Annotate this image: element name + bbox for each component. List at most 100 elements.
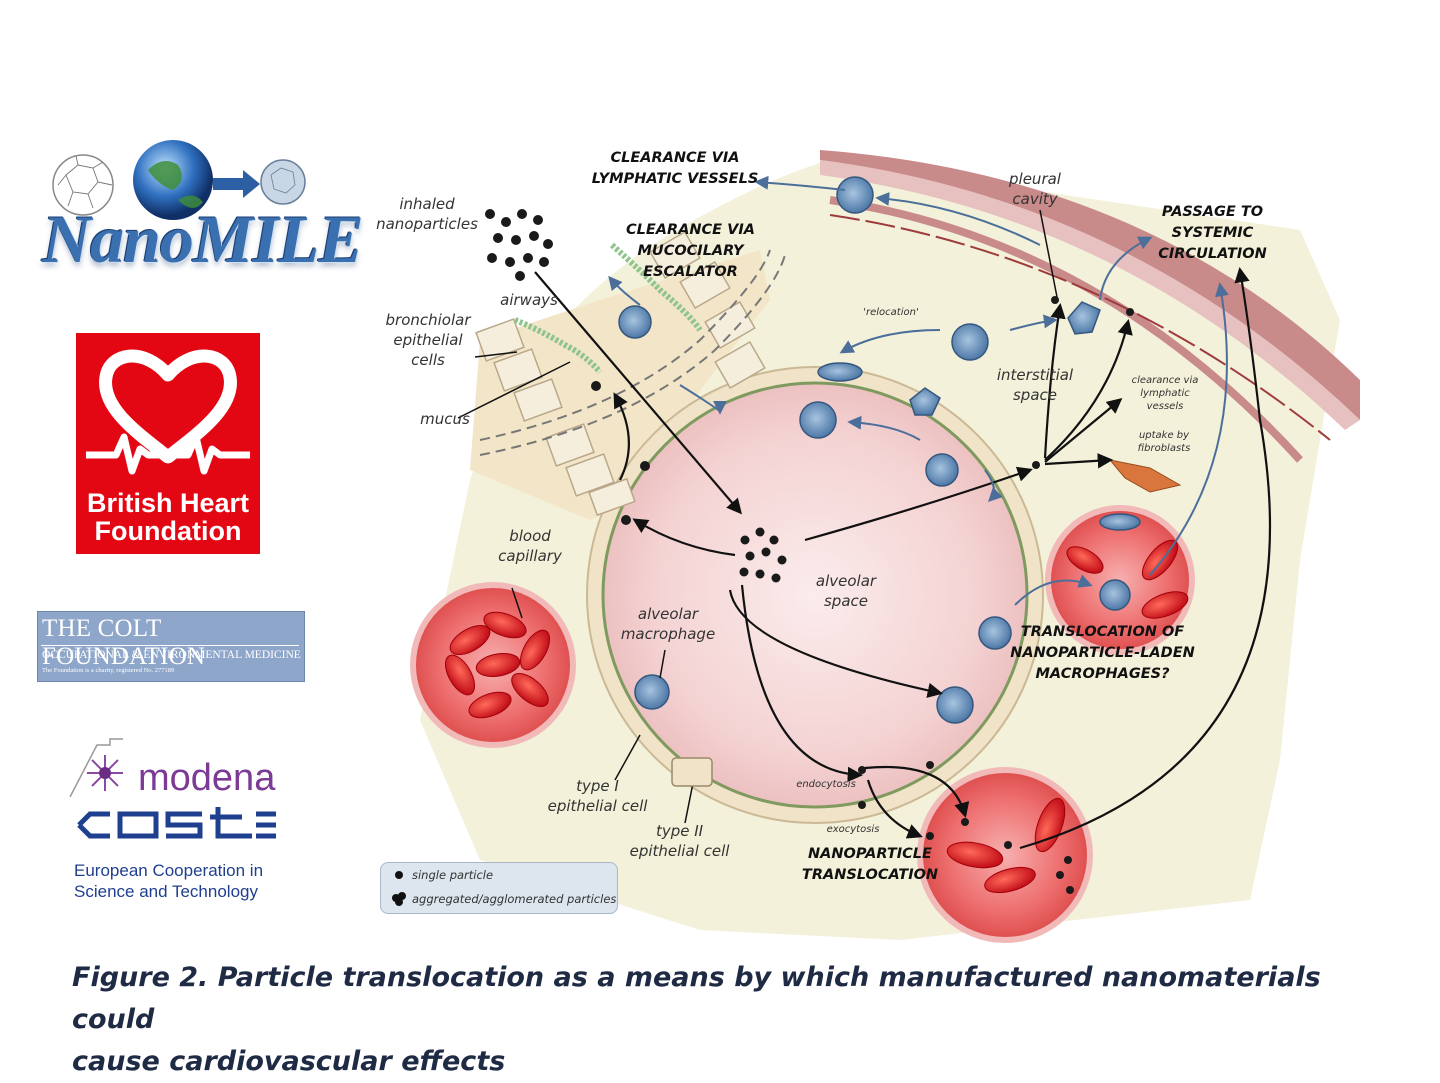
label-clearance-muco-l1: CLEARANCE VIA <box>626 222 755 238</box>
label-translocation-macro-l2: NANOPARTICLE-LADEN <box>1010 645 1195 661</box>
bhf-logo: British Heart Foundation <box>76 333 260 554</box>
fibroblast <box>1108 459 1182 493</box>
aggregated-particle-icon <box>392 892 406 906</box>
label-clearance-lymphatic-l2: LYMPHATIC VESSELS <box>591 171 759 187</box>
particle-cluster-inhaled <box>485 209 553 281</box>
label-nanoparticle-trans-l2: TRANSLOCATION <box>801 867 939 883</box>
label-bronchiolar-l3: cells <box>411 351 445 369</box>
label-interstitial-l2: space <box>1012 386 1057 404</box>
diagram-legend: single particle aggregated/agglomerated … <box>380 862 618 914</box>
label-clearance-lymphatic-l1: CLEARANCE VIA <box>610 150 740 166</box>
label-clearance-lymphatic: CLEARANCE VIA LYMPHATIC VESSELS <box>590 148 760 190</box>
single-particles <box>591 296 1134 894</box>
label-blood-capillary-l1: blood <box>509 527 551 545</box>
nanomile-graphic <box>52 140 306 220</box>
type2-cell <box>671 757 713 787</box>
label-interstitial: interstitial space <box>990 365 1080 405</box>
label-translocation-macro-l1: TRANSLOCATION OF <box>1020 624 1185 640</box>
legend-single: single particle <box>412 868 494 882</box>
black-arrows <box>534 266 1272 850</box>
colt-logo: THE COLT FOUNDATION OCCUPATIONAL & ENVIR… <box>37 611 305 682</box>
label-type2-l2: epithelial cell <box>629 842 730 860</box>
label-alveolar-macrophage-l2: macrophage <box>620 625 716 643</box>
red-blood-cells-left <box>444 611 551 719</box>
label-type2-l1: type II <box>655 822 704 840</box>
label-pointers <box>457 209 1058 824</box>
airway-lumen-dash <box>479 249 771 441</box>
modena-cost-logo: modena European Cooperation in Science a… <box>62 735 282 910</box>
cost-line2: Science and Technology <box>74 882 258 901</box>
label-clearance-muco: CLEARANCE VIA MUCOCILARY ESCALATOR <box>618 220 763 283</box>
label-pleural: pleural cavity <box>995 169 1075 209</box>
label-mucus: mucus <box>420 410 470 428</box>
label-airways: airways <box>500 291 558 309</box>
label-clearance-lymph-small-l1: clearance via <box>1131 375 1199 386</box>
label-alveolar-space-l2: space <box>823 592 868 610</box>
single-particle-icon <box>395 871 403 879</box>
label-passage-systemic: PASSAGE TO SYSTEMIC CIRCULATION <box>1150 202 1275 265</box>
figure-caption: Figure 2. Particle translocation as a me… <box>72 957 1412 1083</box>
cost-description: European Cooperation in Science and Tech… <box>74 860 263 902</box>
label-type1: type I epithelial cell <box>545 776 650 816</box>
label-alveolar-space: alveolar space <box>806 571 886 611</box>
airway-wall <box>470 250 770 520</box>
legend-aggregated: aggregated/agglomerated particles <box>412 892 617 906</box>
label-inhaled-l1: inhaled <box>399 195 455 213</box>
pleura-inner <box>829 196 1303 463</box>
colt-divider <box>41 645 299 646</box>
label-translocation-macrophages: TRANSLOCATION OF NANOPARTICLE-LADEN MACR… <box>1010 622 1195 685</box>
caption-line1: Figure 2. Particle translocation as a me… <box>72 962 1321 1035</box>
cost-wordmark <box>77 807 276 839</box>
heart-ecg-icon <box>86 349 250 475</box>
colt-subtitle: OCCUPATIONAL & ENVIRONMENTAL MEDICINE <box>42 649 301 661</box>
label-uptake-fibroblasts: uptake by fibroblasts <box>1124 429 1204 455</box>
bhf-name: British Heart Foundation <box>76 489 260 545</box>
label-bronchiolar-l1: bronchiolar <box>385 311 471 329</box>
label-endocytosis: endocytosis <box>796 779 856 790</box>
label-bronchiolar: bronchiolar epithelial cells <box>378 310 478 370</box>
caption-line2: cause cardiovascular effects <box>72 1046 506 1077</box>
label-type1-l1: type I <box>576 777 619 795</box>
modena-star-icon <box>69 738 123 798</box>
macrophages <box>618 176 1141 724</box>
label-clearance-lymph-small-l2: lymphatic <box>1140 388 1190 399</box>
red-blood-cells-bottom <box>946 797 1066 894</box>
label-alveolar-macrophage: alveolar macrophage <box>613 604 723 644</box>
label-clearance-lymph-small-l3: vessels <box>1146 401 1184 412</box>
particle-cluster-alveolar <box>739 527 787 583</box>
label-alveolar-macrophage-l1: alveolar <box>637 605 699 623</box>
label-exocytosis: exocytosis <box>826 824 880 835</box>
nanomile-logo: NanoMILE <box>38 130 364 280</box>
label-clearance-muco-l3: ESCALATOR <box>643 264 738 280</box>
airway-lumen-dash-2 <box>479 254 786 456</box>
label-type2: type II epithelial cell <box>627 821 732 861</box>
pleural-vessel <box>829 214 1331 441</box>
label-relocation: 'relocation' <box>863 307 919 318</box>
bhf-line2: Foundation <box>94 516 242 546</box>
legend-markers <box>392 871 406 906</box>
label-clearance-muco-l2: MUCOCILARY <box>637 243 744 259</box>
label-inhaled-l2: nanoparticles <box>376 215 478 233</box>
colt-charity-note: The Foundation is a charity, registered … <box>42 667 175 674</box>
label-blood-capillary: blood capillary <box>490 526 570 566</box>
label-passage-l2: SYSTEMIC <box>1171 225 1254 241</box>
label-inhaled: inhaled nanoparticles <box>372 194 482 234</box>
bronchiolar-epithelium <box>475 230 766 517</box>
label-bronchiolar-l2: epithelial <box>393 331 463 349</box>
label-uptake-l2: fibroblasts <box>1137 443 1191 454</box>
label-clearance-lymph-small: clearance via lymphatic vessels <box>1125 374 1205 413</box>
blood-capillary-bottom <box>917 767 1093 943</box>
modena-wordmark: modena <box>138 757 276 799</box>
label-nanoparticle-trans-l1: NANOPARTICLE <box>808 846 932 862</box>
bhf-line1: British Heart <box>86 488 250 518</box>
cost-line1: European Cooperation in <box>74 861 264 880</box>
label-uptake-l1: uptake by <box>1138 430 1190 441</box>
label-pleural-l1: pleural <box>1009 170 1061 188</box>
mucus-layer-2 <box>610 242 703 332</box>
label-alveolar-space-l1: alveolar <box>815 572 877 590</box>
colt-title: THE COLT FOUNDATION <box>42 615 206 670</box>
nanomile-wordmark: NanoMILE <box>42 201 364 277</box>
label-blood-capillary-l2: capillary <box>498 547 562 565</box>
label-nanoparticle-translocation: NANOPARTICLE TRANSLOCATION <box>800 844 940 886</box>
